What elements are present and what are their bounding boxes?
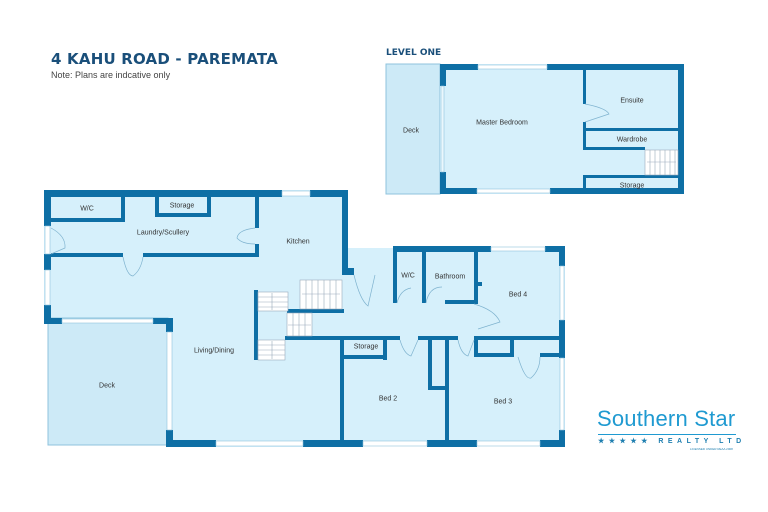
room-label-bed-4: Bed 4 bbox=[508, 291, 528, 299]
room-label-ensuite: Ensuite bbox=[620, 97, 644, 105]
brand-logo-tagline: LICENSED UNDER REAA 2008 bbox=[690, 447, 733, 451]
level-one-deck bbox=[385, 63, 441, 195]
room-label-level-one-storage: Storage bbox=[619, 182, 645, 190]
room-label-level-one-deck: Deck bbox=[403, 127, 419, 135]
room-label-ground-deck: Deck bbox=[99, 382, 115, 390]
ground-floor-plan bbox=[44, 190, 565, 447]
room-label-living-dining: Living/Dining bbox=[193, 347, 235, 355]
level-one-title: LEVEL ONE bbox=[386, 48, 442, 58]
room-label-bathroom: Bathroom bbox=[434, 273, 466, 281]
brand-logo-name: Southern Star bbox=[597, 406, 736, 431]
room-label-kitchen: Kitchen bbox=[286, 238, 310, 246]
room-label-laundry-scullery: Laundry/Scullery bbox=[136, 229, 190, 237]
property-title: 4 KAHU ROAD - PAREMATA bbox=[51, 50, 278, 68]
room-label-master-bedroom: Master Bedroom bbox=[476, 119, 528, 127]
ground-deck bbox=[47, 317, 169, 446]
room-label-wc: W/C bbox=[80, 205, 94, 213]
brand-logo-divider bbox=[598, 434, 736, 435]
room-label-storage-hall: Storage bbox=[353, 343, 379, 351]
brand-logo-subtitle: ★★★★★ REALTY LTD bbox=[598, 438, 746, 445]
room-label-bed-2: Bed 2 bbox=[378, 395, 398, 403]
room-label-storage-top: Storage bbox=[169, 202, 195, 210]
plan-note: Note: Plans are indcative only bbox=[51, 70, 171, 80]
level-one-plan bbox=[385, 63, 684, 195]
room-label-wardrobe: Wardrobe bbox=[616, 136, 648, 144]
room-label-wc2: W/C bbox=[401, 272, 415, 280]
room-label-bed-3: Bed 3 bbox=[493, 398, 513, 406]
